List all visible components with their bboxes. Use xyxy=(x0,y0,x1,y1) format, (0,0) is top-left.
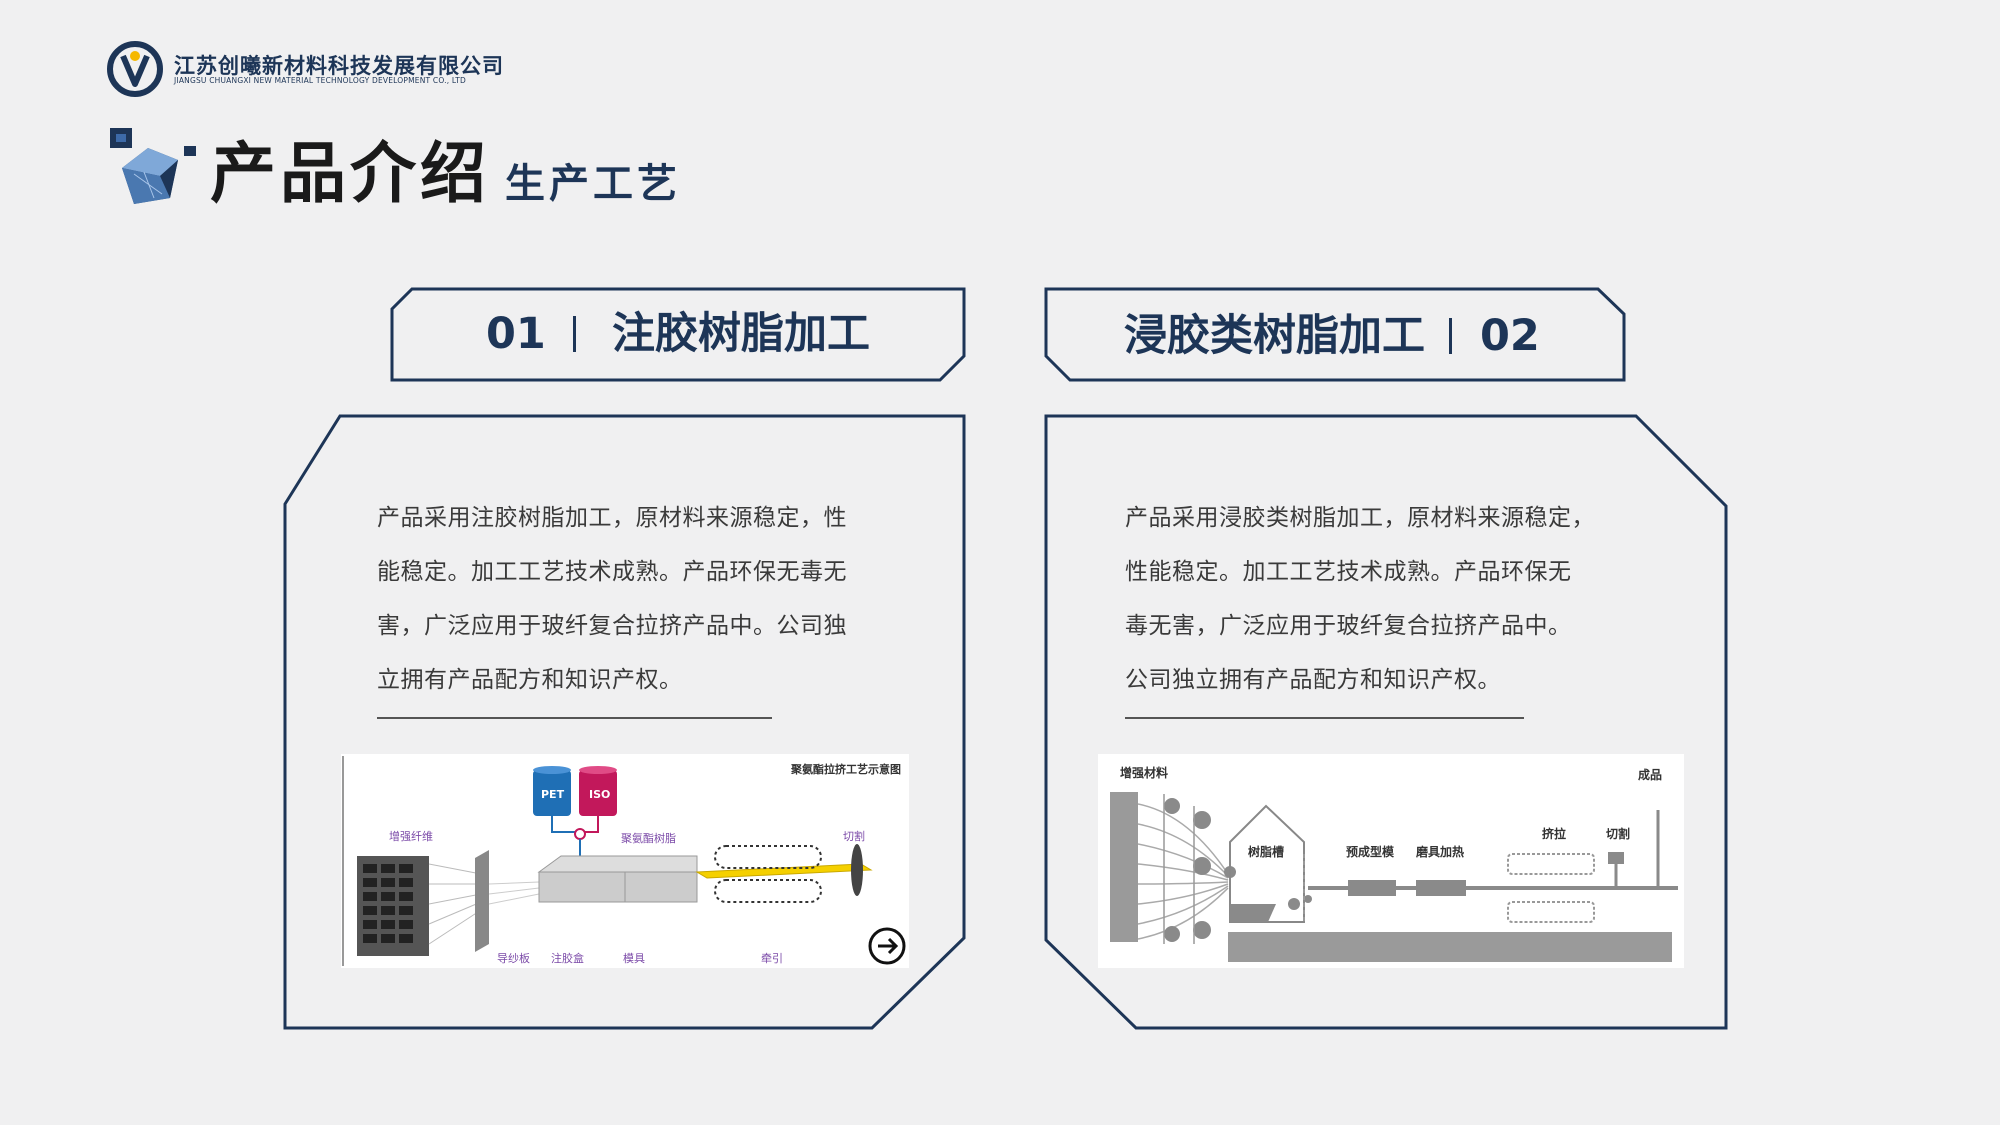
page-subtitle: 生产工艺 xyxy=(505,161,681,207)
mold-heat-label: 磨具加热 xyxy=(1415,844,1464,859)
left-desc-line: 能稳定。加工工艺技术成熟。产品环保无毒无 xyxy=(377,559,847,585)
reinforce-label: 增强材料 xyxy=(1120,765,1168,780)
cut-label: 切割 xyxy=(1606,826,1630,841)
right-desc-line: 公司独立拥有产品配方和知识产权。 xyxy=(1125,667,1501,693)
pet-label: PET xyxy=(541,788,565,801)
mold-label: 模具 xyxy=(623,952,645,965)
left-tab-number: 01 xyxy=(486,309,546,359)
page-title: 产品介绍 xyxy=(210,135,490,212)
right-tab-number: 02 xyxy=(1480,311,1540,361)
puller-top xyxy=(1507,853,1595,875)
right-desc-line: 性能稳定。加工工艺技术成熟。产品环保无 xyxy=(1125,559,1572,585)
right-tab-separator xyxy=(1449,318,1452,354)
left-tab-separator xyxy=(573,316,576,352)
guide-label: 导纱板 xyxy=(497,951,530,965)
right-desc-line: 产品采用浸胶类树脂加工，原材料来源稳定， xyxy=(1125,505,1595,531)
resin-tank-label: 树脂槽 xyxy=(1248,844,1284,859)
fiber-label: 增强纤维 xyxy=(389,829,433,843)
reinforce-creel xyxy=(1110,792,1138,942)
puller-bottom xyxy=(1507,901,1595,923)
iso-tank xyxy=(579,770,617,816)
preform-label: 预成型模 xyxy=(1346,844,1395,859)
iso-label: ISO xyxy=(589,788,610,801)
left-desc-line: 产品采用注胶树脂加工，原材料来源稳定，性 xyxy=(377,505,847,531)
cube-icon xyxy=(110,128,196,204)
right-tab-label: 浸胶类树脂加工 xyxy=(1124,311,1425,361)
dip-pultrusion-diagram: 增强材料 成品 树脂槽 预成型模 磨具加热 挤拉 切割 xyxy=(1098,754,1684,968)
injection-box xyxy=(538,871,626,903)
cutting-saw xyxy=(851,844,863,896)
pet-tank xyxy=(533,770,571,816)
left-card-frame xyxy=(283,414,966,1030)
right-desc-line: 毒无害，广泛应用于玻纤复合拉挤产品中。 xyxy=(1125,613,1572,639)
cut-label: 切割 xyxy=(843,829,865,843)
puller-top xyxy=(714,845,822,869)
left-tab-frame xyxy=(390,287,966,382)
pull-label: 挤拉 xyxy=(1542,826,1566,841)
resin-label: 聚氨酯树脂 xyxy=(621,831,676,845)
guide-plate xyxy=(475,850,489,952)
right-card-frame xyxy=(1044,414,1728,1030)
company-logo-icon xyxy=(107,41,163,97)
polyurethane-pultrusion-diagram: 聚氨酯拉挤工艺示意图 PET ISO 聚氨酯树脂 增强纤维 切割 导纱板 xyxy=(341,754,909,968)
puller-bottom xyxy=(714,879,822,903)
next-arrow-icon[interactable] xyxy=(868,927,906,965)
product-label: 成品 xyxy=(1638,767,1662,782)
company-name-en: JIANGSU CHUANGXI NEW MATERIAL TECHNOLOGY… xyxy=(174,76,466,85)
cutter xyxy=(1608,852,1624,864)
right-tab-frame xyxy=(1044,287,1626,382)
injection-box-label: 注胶盒 xyxy=(551,951,584,965)
pull-label: 牵引 xyxy=(761,951,783,965)
company-name-cn: 江苏创曦新材料科技发展有限公司 xyxy=(174,54,504,78)
left-desc-line: 立拥有产品配方和知识产权。 xyxy=(377,667,683,693)
left-desc-line: 害，广泛应用于玻纤复合拉挤产品中。公司独 xyxy=(377,613,847,639)
mold xyxy=(624,871,698,903)
diagram-title: 聚氨酯拉挤工艺示意图 xyxy=(790,762,901,776)
machine-base xyxy=(1228,932,1672,962)
left-tab-label: 注胶树脂加工 xyxy=(612,309,870,359)
